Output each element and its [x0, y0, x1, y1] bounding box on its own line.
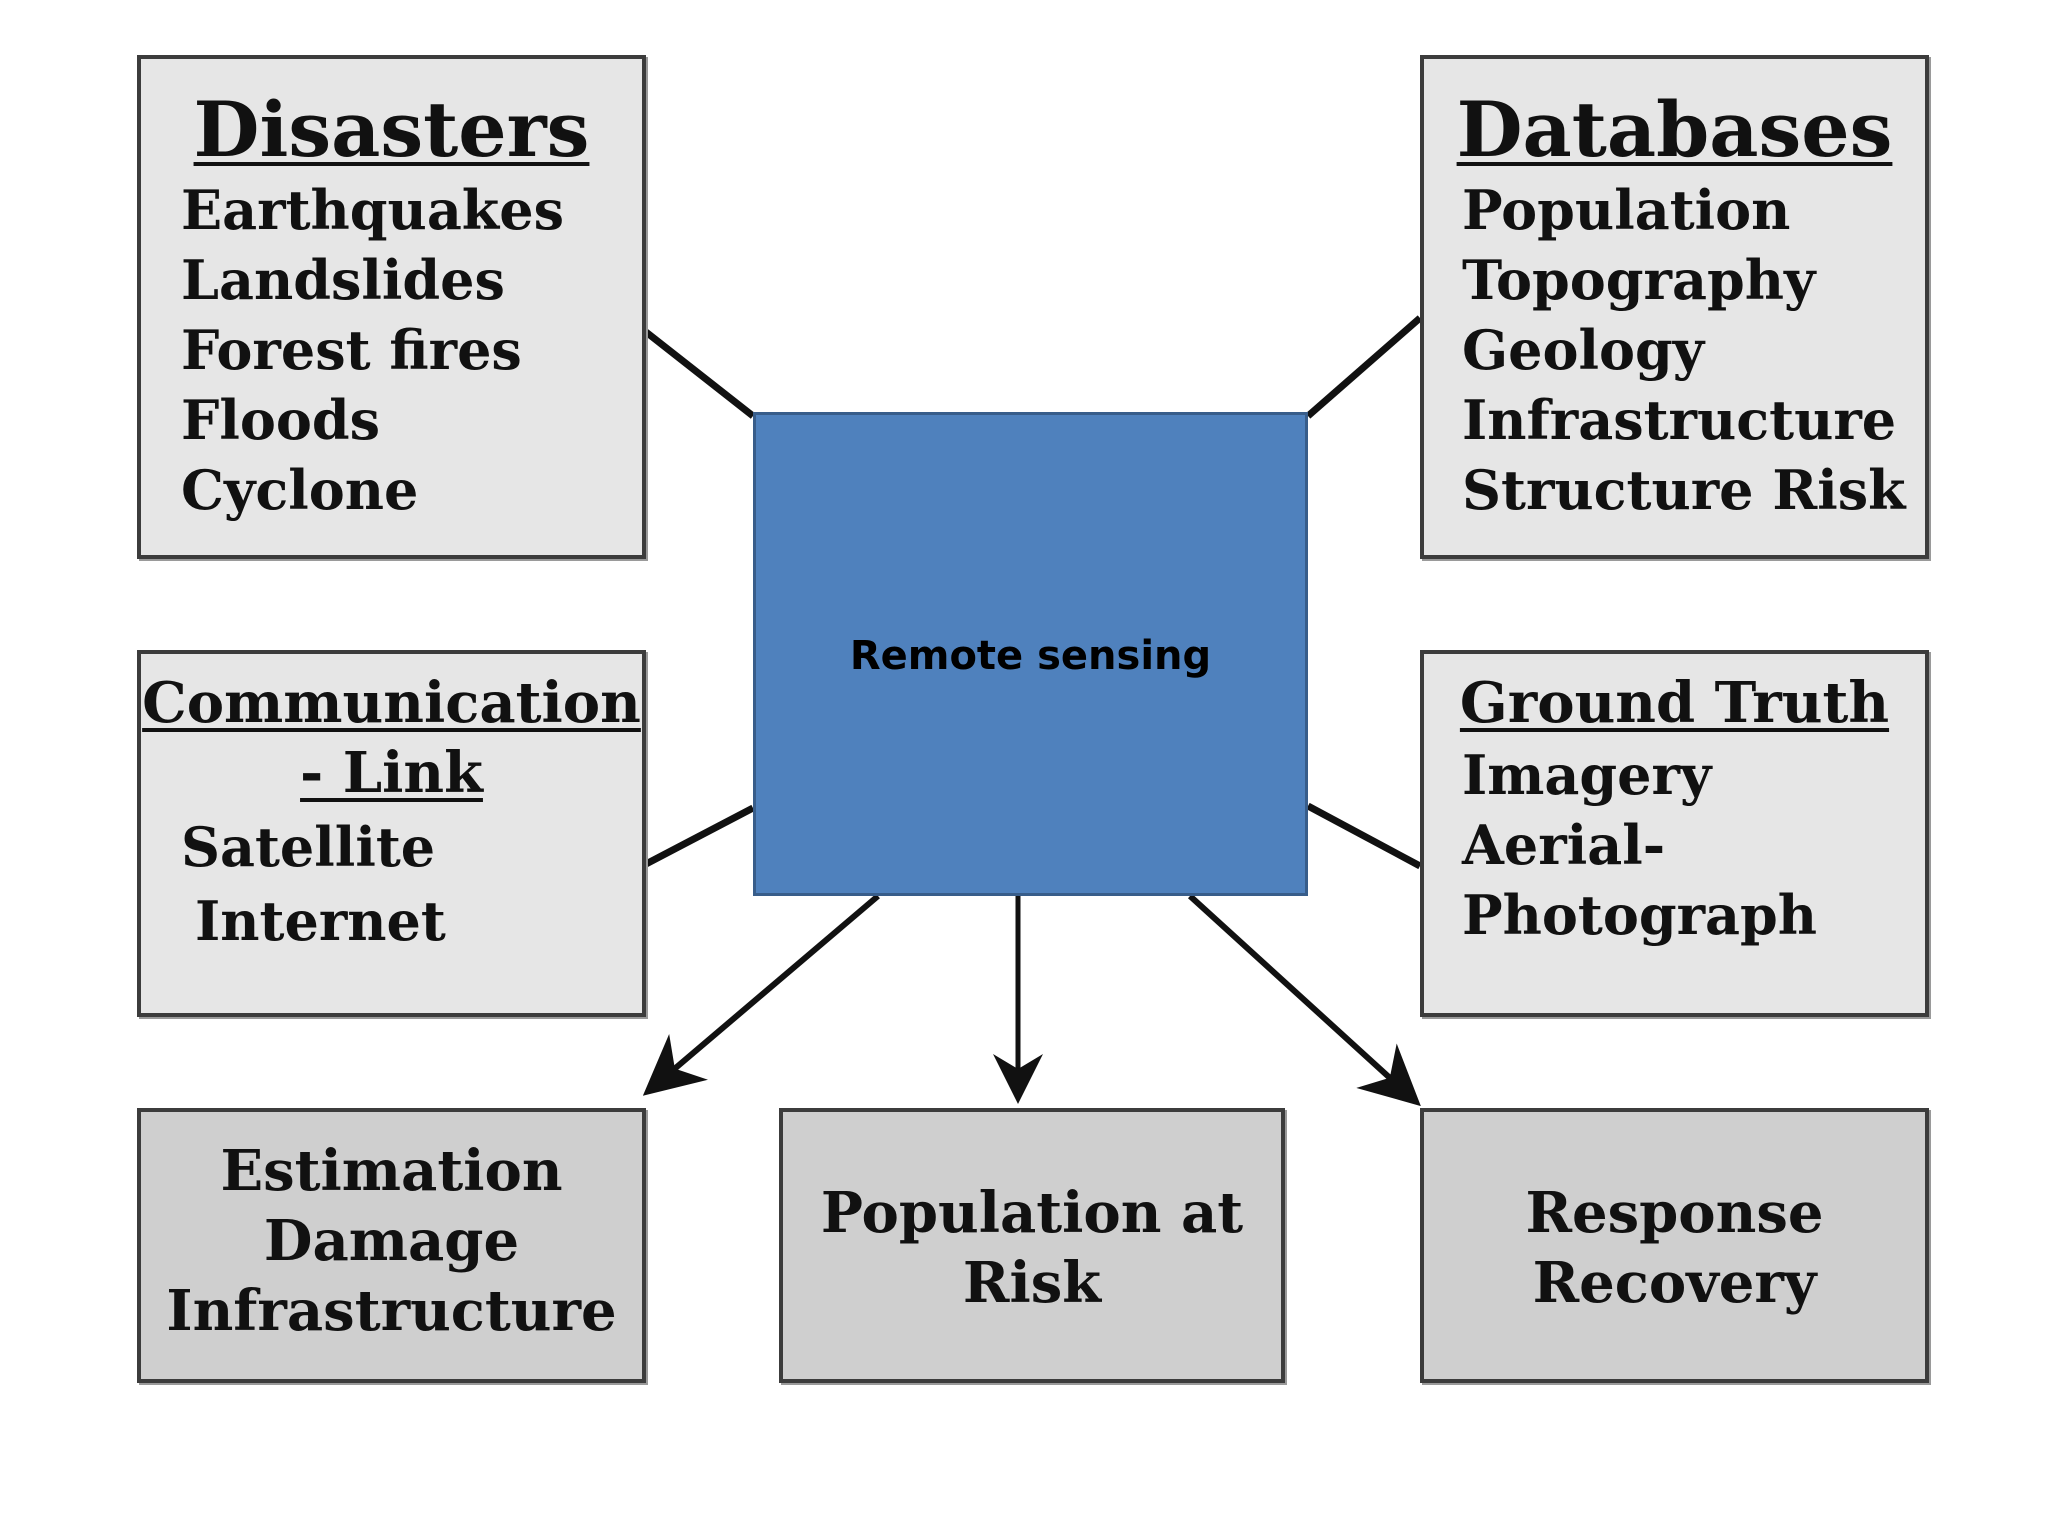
communication-heading-line2: - Link — [300, 740, 483, 806]
response-text: Response Recovery — [1424, 1178, 1925, 1318]
communication-list: Satellite Internet — [141, 810, 642, 958]
disasters-heading: Disasters — [193, 85, 590, 174]
ground-truth-item: Photograph — [1462, 883, 1818, 947]
disasters-box: Disasters Earthquakes Landslides Forest … — [137, 55, 646, 559]
connector-databases — [1305, 315, 1423, 419]
estimation-line: Infrastructure — [166, 1278, 617, 1344]
ground-truth-item: Imagery — [1462, 743, 1712, 807]
population-at-risk-line: Risk — [962, 1250, 1102, 1316]
disaster-item: Landslides — [181, 248, 505, 312]
arrow-to-response — [1187, 893, 1421, 1107]
ground-truth-box: Ground Truth Imagery Aerial- Photograph — [1420, 650, 1929, 1017]
communication-heading: Communication - Link — [141, 668, 642, 808]
database-item: Structure Risk — [1462, 458, 1906, 522]
connector-disasters — [643, 329, 756, 419]
population-at-risk-box: Population at Risk — [779, 1108, 1285, 1383]
remote-sensing-label: Remote sensing — [849, 633, 1212, 679]
database-item: Infrastructure — [1462, 388, 1897, 452]
estimation-box: Estimation Damage Infrastructure — [137, 1108, 646, 1383]
communication-item: Satellite — [181, 815, 436, 879]
ground-truth-heading: Ground Truth — [1459, 670, 1890, 736]
communication-heading-line1: Communication — [142, 670, 641, 736]
communication-box: Communication - Link Satellite Internet — [137, 650, 646, 1017]
communication-item: Internet — [195, 889, 446, 953]
estimation-line: Damage — [263, 1208, 520, 1274]
disaster-item: Cyclone — [181, 458, 419, 522]
database-item: Geology — [1462, 318, 1705, 382]
connector-ground-truth — [1306, 802, 1422, 870]
estimation-text: Estimation Damage Infrastructure — [141, 1136, 642, 1346]
estimation-line: Estimation — [220, 1138, 563, 1204]
arrow-to-estimation — [642, 893, 880, 1096]
databases-heading: Databases — [1456, 85, 1893, 174]
response-box: Response Recovery — [1420, 1108, 1929, 1383]
response-line: Recovery — [1532, 1250, 1817, 1316]
population-at-risk-line: Population at — [820, 1180, 1244, 1246]
connector-communication — [644, 804, 755, 868]
population-at-risk-text: Population at Risk — [783, 1178, 1281, 1318]
ground-truth-list: Imagery Aerial- Photograph — [1424, 740, 1925, 950]
ground-truth-item: Aerial- — [1462, 813, 1666, 877]
database-item: Topography — [1462, 248, 1816, 312]
databases-box: Databases Population Topography Geology … — [1420, 55, 1929, 559]
databases-list: Population Topography Geology Infrastruc… — [1424, 175, 1925, 525]
database-item: Population — [1462, 178, 1791, 242]
response-line: Response — [1525, 1180, 1824, 1246]
remote-sensing-box: Remote sensing — [753, 412, 1308, 896]
disaster-item: Earthquakes — [181, 178, 564, 242]
disaster-item: Floods — [181, 388, 381, 452]
disasters-list: Earthquakes Landslides Forest fires Floo… — [141, 175, 642, 525]
disaster-item: Forest fires — [181, 318, 522, 382]
